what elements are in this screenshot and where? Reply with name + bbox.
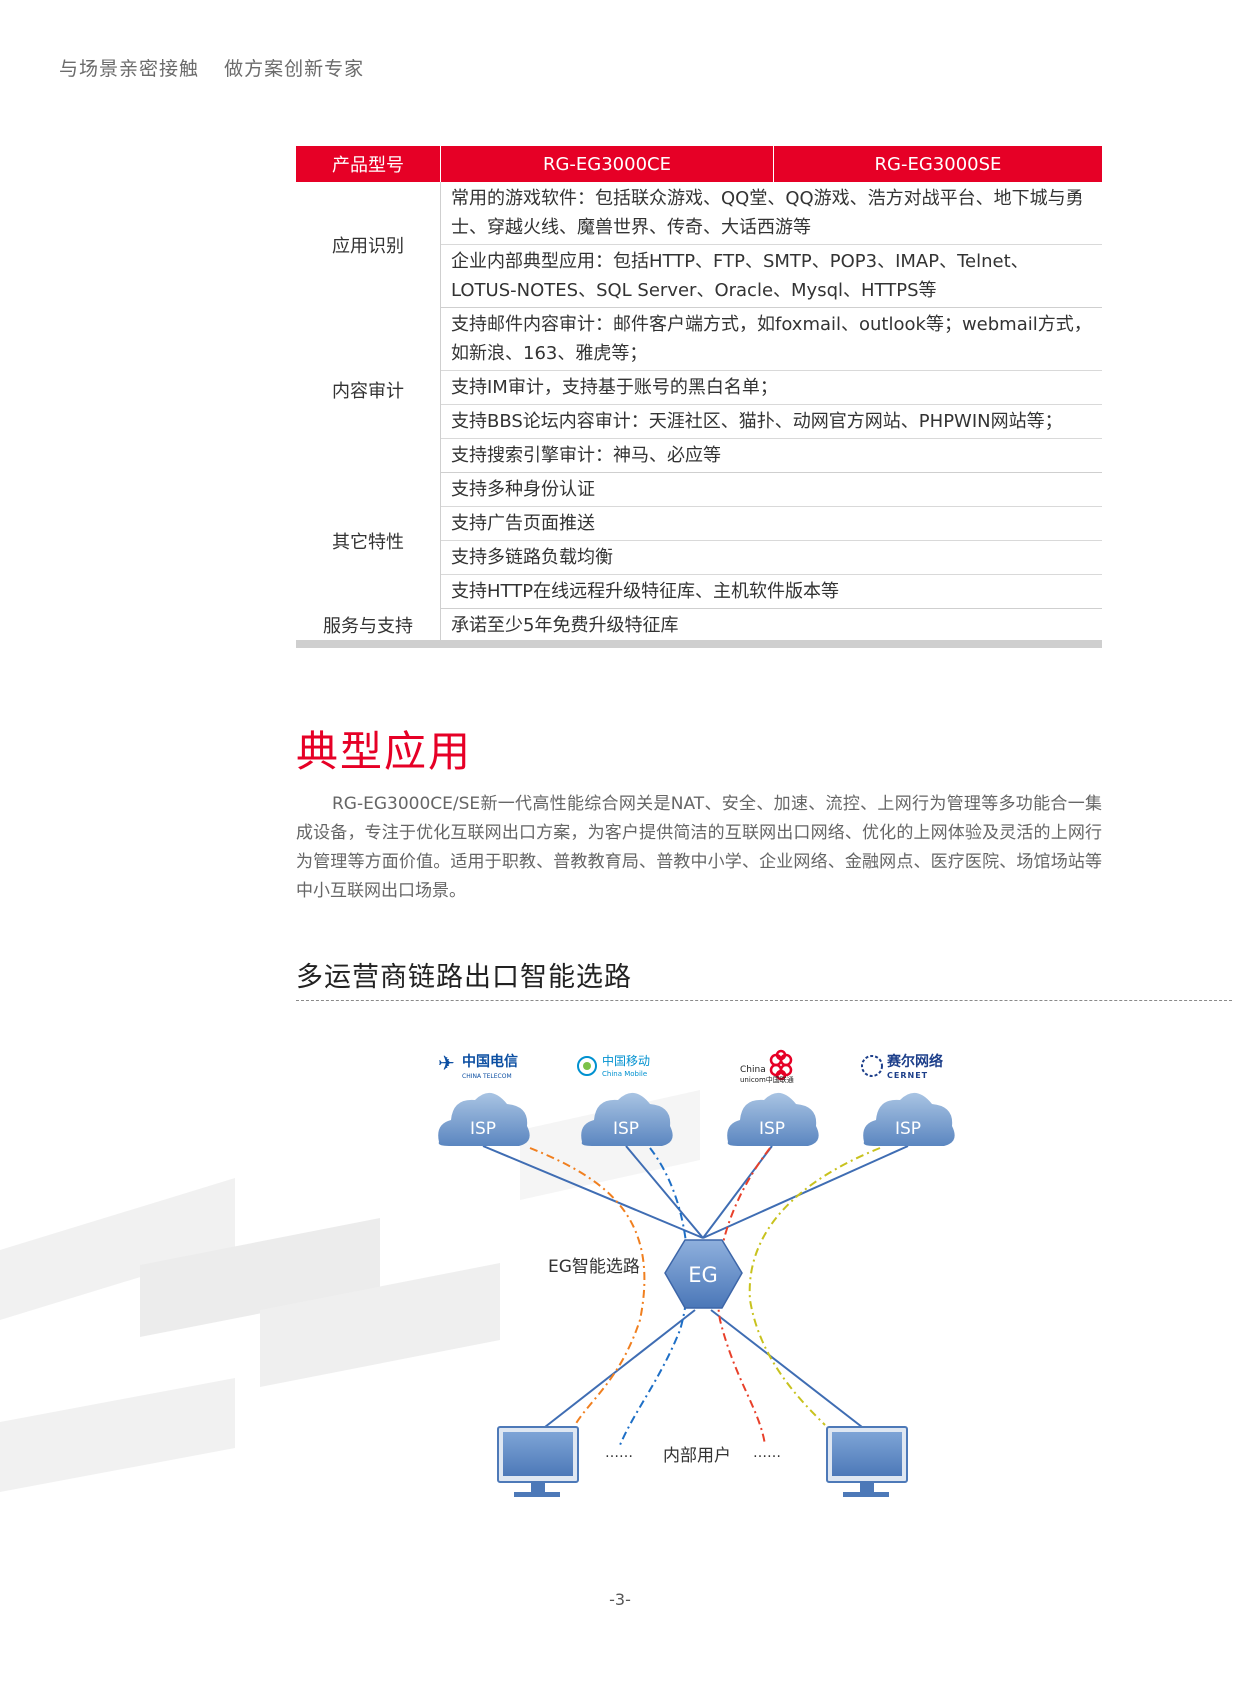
isp-cloud: ISP	[863, 1092, 955, 1146]
header-slogan: 与场景亲密接触 做方案创新专家	[59, 54, 382, 81]
value-cell: 支持邮件内容审计：邮件客户端方式，如foxmail、outlook等；webma…	[440, 307, 1102, 371]
header-model-se: RG-EG3000SE	[773, 146, 1102, 182]
carrier-logo-unicom: China unicom中国联通	[740, 1049, 794, 1084]
user-link	[710, 1309, 863, 1428]
category-cell: 其它特性	[296, 472, 441, 609]
route-path-cernet	[748, 1147, 881, 1426]
network-diagram: ✈ 中国电信 CHINA TELECOM 中国移动 China Mobile C…	[0, 1049, 955, 1497]
table-row: 支持搜索引擎审计：神马、必应等	[296, 438, 1102, 473]
route-path-telecom	[529, 1147, 646, 1426]
table-row: 服务与支持 承诺至少5年免费升级特征库	[296, 608, 1102, 642]
header-model-label: 产品型号	[296, 146, 441, 182]
value-cell: 支持广告页面推送	[440, 506, 1102, 541]
eg-caption: EG智能选路	[548, 1257, 640, 1277]
carrier-subname: China Mobile	[602, 1070, 647, 1078]
table-row: 支持HTTP在线远程升级特征库、主机软件版本等	[296, 574, 1102, 609]
table-row: 支持BBS论坛内容审计：天涯社区、猫扑、动网官方网站、PHPWIN网站等；	[296, 404, 1102, 439]
table-header-row: 产品型号 RG-EG3000CE RG-EG3000SE	[296, 146, 1102, 182]
carrier-subname: unicom中国联通	[740, 1075, 794, 1084]
carrier-logo-mobile: 中国移动 China Mobile	[577, 1053, 650, 1078]
isp-label: ISP	[759, 1119, 785, 1139]
table-row: 支持广告页面推送	[296, 506, 1102, 541]
carrier-name: 中国移动	[602, 1053, 650, 1068]
value-cell: 承诺至少5年免费升级特征库	[451, 615, 679, 636]
value-cell: 支持多种身份认证	[440, 472, 1102, 507]
dots-right: ……	[753, 1445, 781, 1461]
value-cell: 支持HTTP在线远程升级特征库、主机软件版本等	[440, 574, 1102, 609]
value-cell: 支持IM审计，支持基于账号的黑白名单；	[440, 370, 1102, 405]
table-row: 其它特性 支持多种身份认证	[296, 472, 1102, 609]
subsection-title: 多运营商链路出口智能选路	[296, 962, 632, 993]
category-cell: 内容审计	[296, 307, 441, 473]
slogan-2: 做方案创新专家	[224, 58, 365, 80]
isp-link	[702, 1145, 909, 1239]
isp-cloud: ISP	[727, 1092, 819, 1146]
pc-left	[497, 1426, 579, 1497]
table-row: 支持多链路负载均衡	[296, 540, 1102, 575]
svg-text:✈: ✈	[438, 1051, 455, 1075]
users-label: 内部用户	[663, 1446, 731, 1466]
carrier-name: 赛尔网络	[886, 1053, 943, 1070]
value-cell: 支持多链路负载均衡	[440, 540, 1102, 575]
isp-label: ISP	[895, 1119, 921, 1139]
spec-table: 产品型号 RG-EG3000CE RG-EG3000SE 应用识别 常用的游戏软…	[296, 146, 1102, 642]
isp-link	[702, 1145, 773, 1239]
dots-left: ……	[605, 1445, 633, 1461]
slogan-1: 与场景亲密接触	[59, 58, 200, 80]
isp-clouds: ISP ISP ISP ISP	[438, 1092, 955, 1146]
value-cell: 支持BBS论坛内容审计：天涯社区、猫扑、动网官方网站、PHPWIN网站等；	[440, 404, 1102, 439]
table-row: 应用识别 常用的游戏软件：包括联众游戏、QQ堂、QQ游戏、浩方对战平台、地下城与…	[296, 182, 1102, 308]
dashed-divider	[296, 1000, 1232, 1001]
carrier-logo-cernet: 赛尔网络 CERNET	[861, 1053, 943, 1080]
carrier-subname: CERNET	[887, 1071, 928, 1080]
carrier-logo-telecom: ✈ 中国电信 CHINA TELECOM	[438, 1051, 518, 1080]
table-bottom-bar	[296, 640, 1102, 648]
user-link	[544, 1309, 696, 1428]
route-path-unicom	[716, 1147, 771, 1446]
background-decoration	[0, 1090, 700, 1492]
isp-link	[482, 1145, 704, 1239]
route-paths	[529, 1147, 881, 1446]
category-cell: 服务与支持	[296, 608, 441, 642]
pc-right	[826, 1426, 908, 1497]
eg-label: EG	[688, 1263, 718, 1287]
isp-link	[625, 1145, 704, 1239]
isp-label: ISP	[613, 1119, 639, 1139]
isp-cloud: ISP	[581, 1092, 673, 1146]
carrier-name: 中国电信	[462, 1053, 518, 1070]
value-cell: 企业内部典型应用：包括HTTP、FTP、SMTP、POP3、IMAP、Telne…	[440, 244, 1102, 308]
table-row: 支持IM审计，支持基于账号的黑白名单；	[296, 370, 1102, 405]
category-cell: 应用识别	[296, 182, 441, 308]
value-cell: 常用的游戏软件：包括联众游戏、QQ堂、QQ游戏、浩方对战平台、地下城与勇士、穿越…	[440, 182, 1102, 245]
carrier-name: China	[740, 1065, 766, 1075]
eg-gateway: EG	[664, 1239, 743, 1309]
table-row: 内容审计 支持邮件内容审计：邮件客户端方式，如foxmail、outlook等；…	[296, 307, 1102, 473]
header-model-ce: RG-EG3000CE	[440, 146, 774, 182]
isp-label: ISP	[470, 1119, 496, 1139]
isp-links	[482, 1145, 909, 1428]
route-path-mobile	[619, 1147, 689, 1446]
table-row: 企业内部典型应用：包括HTTP、FTP、SMTP、POP3、IMAP、Telne…	[296, 244, 1102, 308]
value-cell: 支持搜索引擎审计：神马、必应等	[440, 438, 1102, 473]
page-number: -3-	[609, 1590, 631, 1609]
intro-paragraph: RG-EG3000CE/SE新一代高性能综合网关是NAT、安全、加速、流控、上网…	[296, 794, 1102, 901]
isp-cloud: ISP	[438, 1092, 530, 1146]
section-title: 典型应用	[296, 727, 473, 776]
carrier-subname: CHINA TELECOM	[462, 1073, 512, 1080]
